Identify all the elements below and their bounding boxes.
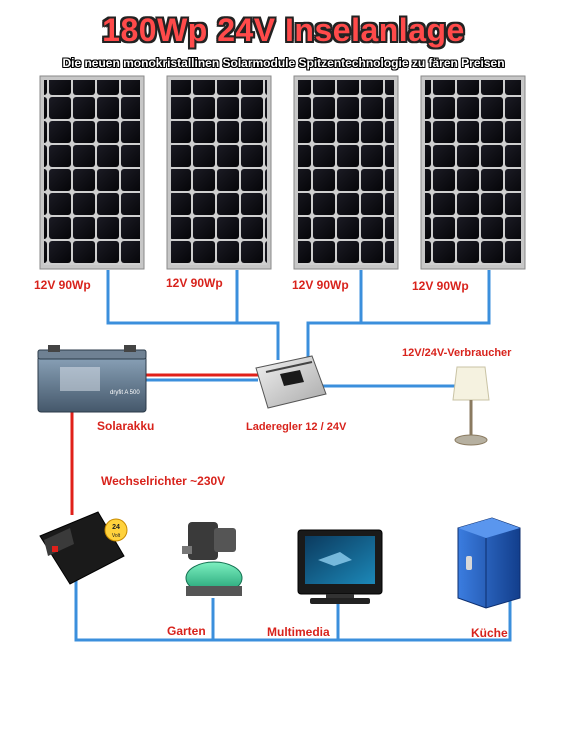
- inverter-badge-top: 24: [112, 524, 120, 531]
- kitchen-label: Küche: [471, 626, 508, 640]
- panel-4-label: 12V 90Wp: [412, 279, 469, 293]
- solar-panel-2: [166, 75, 272, 270]
- wiring-blue: [74, 270, 512, 642]
- dc-load-label: 12V/24V-Verbraucher: [402, 347, 512, 359]
- panel-1-label: 12V 90Wp: [34, 278, 91, 292]
- panel-3-label: 12V 90Wp: [292, 278, 349, 292]
- lamp-icon: [452, 366, 490, 446]
- battery-label: Solarakku: [97, 419, 155, 433]
- water-pump-icon: [182, 522, 243, 596]
- solar-panel-1: [39, 75, 145, 270]
- solar-panel-4: [420, 75, 526, 270]
- tv-icon: [297, 529, 383, 604]
- battery-brand-text: dryfit A 500: [110, 390, 140, 396]
- inverter-icon: 24 Volt: [39, 511, 128, 585]
- inverter-label: Wechselrichter ~230V: [101, 474, 226, 488]
- charge-controller-label: Laderegler 12 / 24V: [246, 421, 347, 433]
- garden-label: Garten: [167, 624, 206, 638]
- charge-controller-icon: [255, 355, 327, 409]
- inverter-badge-bottom: Volt: [112, 533, 121, 539]
- battery-icon: dryfit A 500: [37, 345, 147, 413]
- mini-fridge-icon: [457, 517, 521, 609]
- multimedia-label: Multimedia: [267, 625, 330, 639]
- panel-2-label: 12V 90Wp: [166, 276, 223, 290]
- diagram-subtitle: Die neuen monokristallinen Solarmodule S…: [62, 56, 505, 70]
- solar-panel-3: [293, 75, 399, 270]
- wiring-red: [70, 373, 258, 515]
- diagram-title: 180Wp 24V Inselanlage: [102, 12, 465, 48]
